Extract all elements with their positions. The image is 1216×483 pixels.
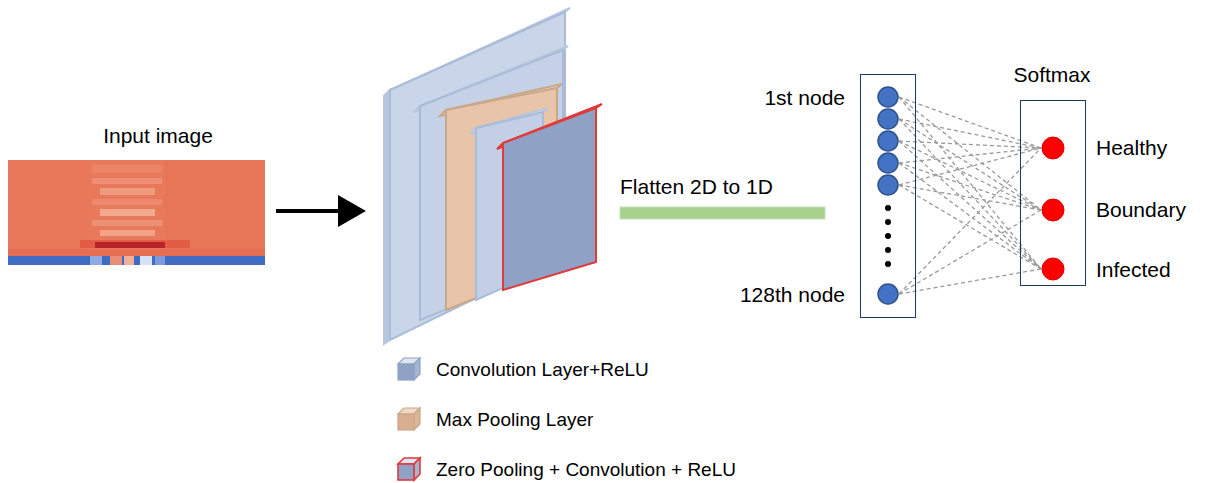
flatten-bar	[620, 207, 825, 219]
legend-text: Convolution Layer+ReLU	[436, 359, 649, 381]
dense-layer-box: 1st node128th node	[860, 74, 916, 318]
layer-heading: Input image	[103, 124, 213, 148]
flow-arrow	[276, 209, 362, 213]
class-label: Boundary	[1096, 198, 1186, 222]
legend-text: Max Pooling Layer	[436, 409, 593, 431]
output-neurons	[1042, 137, 1064, 280]
flatten-label: Flatten 2D to 1D	[620, 175, 773, 199]
class-label: Infected	[1096, 258, 1171, 282]
input-image: Input image	[8, 120, 265, 265]
legend-cube	[398, 408, 420, 430]
legend-text: Zero Pooling + Convolution + ReLU	[436, 459, 736, 481]
legend-cube	[398, 358, 420, 380]
layer-stack	[384, 8, 602, 344]
softmax-box: Softmax	[1020, 100, 1086, 286]
layer-heading: Softmax	[1013, 63, 1090, 87]
class-label: Healthy	[1096, 136, 1167, 160]
neuron-column	[878, 87, 898, 304]
node-label: 1st node	[764, 86, 845, 110]
legend-cube	[398, 458, 420, 480]
heatmap-image	[8, 160, 265, 265]
node-label: 128th node	[740, 283, 845, 307]
ellipsis-dots	[885, 205, 891, 267]
